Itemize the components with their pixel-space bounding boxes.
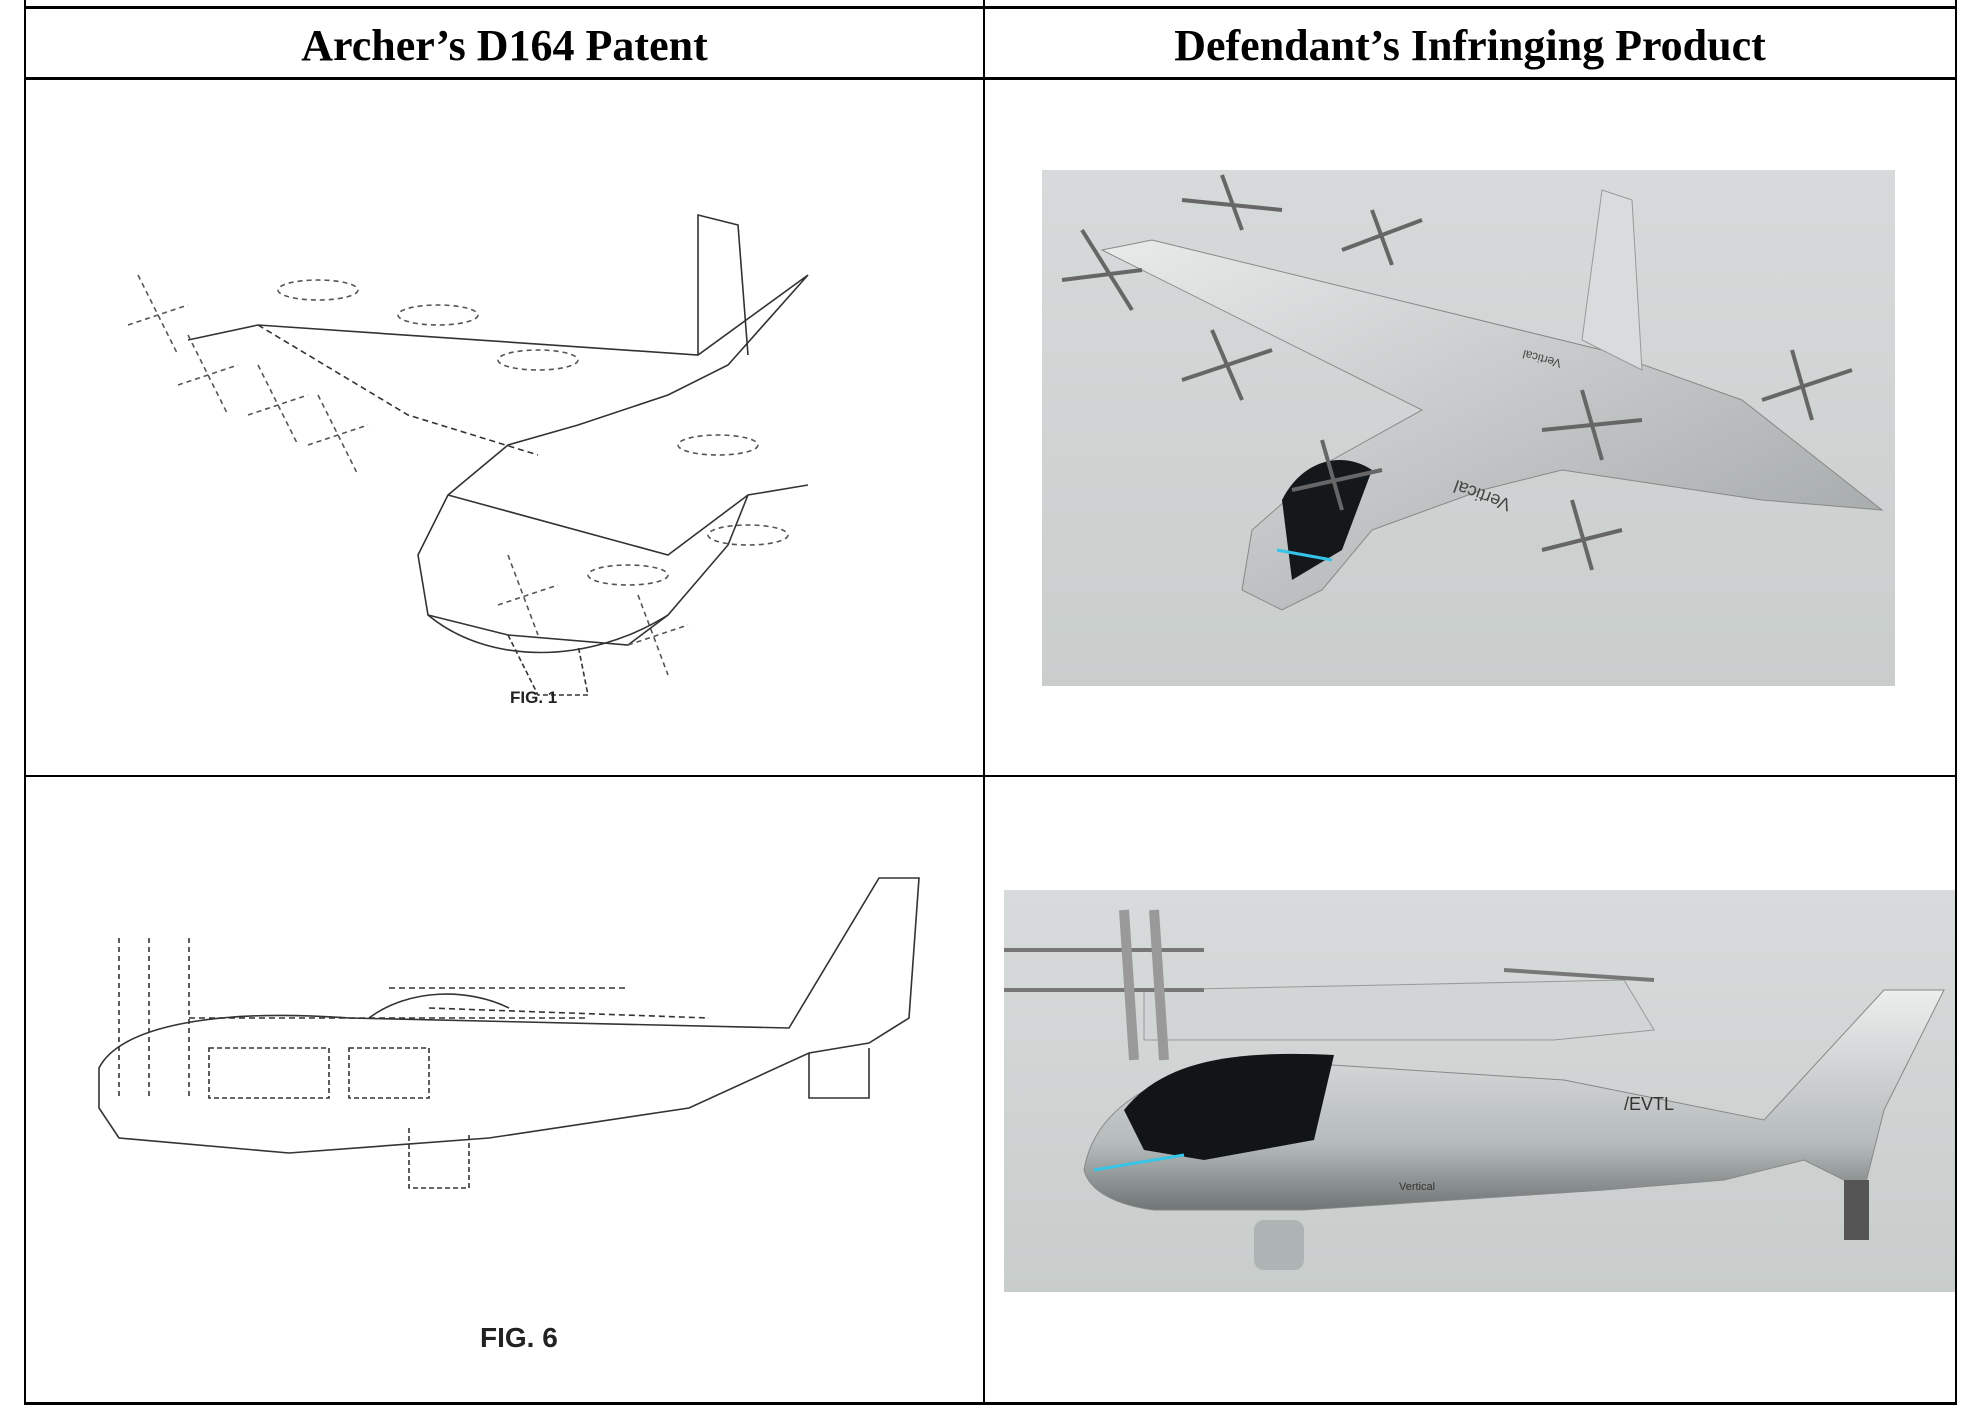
product-photo-top-view: Vertical Vertical [1042, 170, 1895, 686]
patent-fig1-label: FIG. 1 [510, 688, 558, 707]
product-photo-side-view: /EVTL Vertical [1004, 890, 1955, 1292]
patent-fig1-drawing [108, 195, 898, 715]
column-divider [983, 0, 985, 1405]
table-left-border [24, 0, 26, 1405]
header-patent: Archer’s D164 Patent [301, 20, 708, 70]
table-top-border [25, 6, 1957, 9]
patent-fig6-drawing [89, 868, 949, 1218]
row-divider [25, 775, 1957, 777]
header-bottom-border [25, 77, 1957, 80]
product-marking-evtl: /EVTL [1624, 1094, 1674, 1114]
product-marking-vertical-side: Vertical [1399, 1181, 1435, 1193]
patent-fig6-label: FIG. 6 [480, 1322, 558, 1353]
header-product: Defendant’s Infringing Product [1174, 20, 1766, 70]
table-bottom-border [25, 1402, 1957, 1405]
table-right-border [1955, 0, 1957, 1405]
